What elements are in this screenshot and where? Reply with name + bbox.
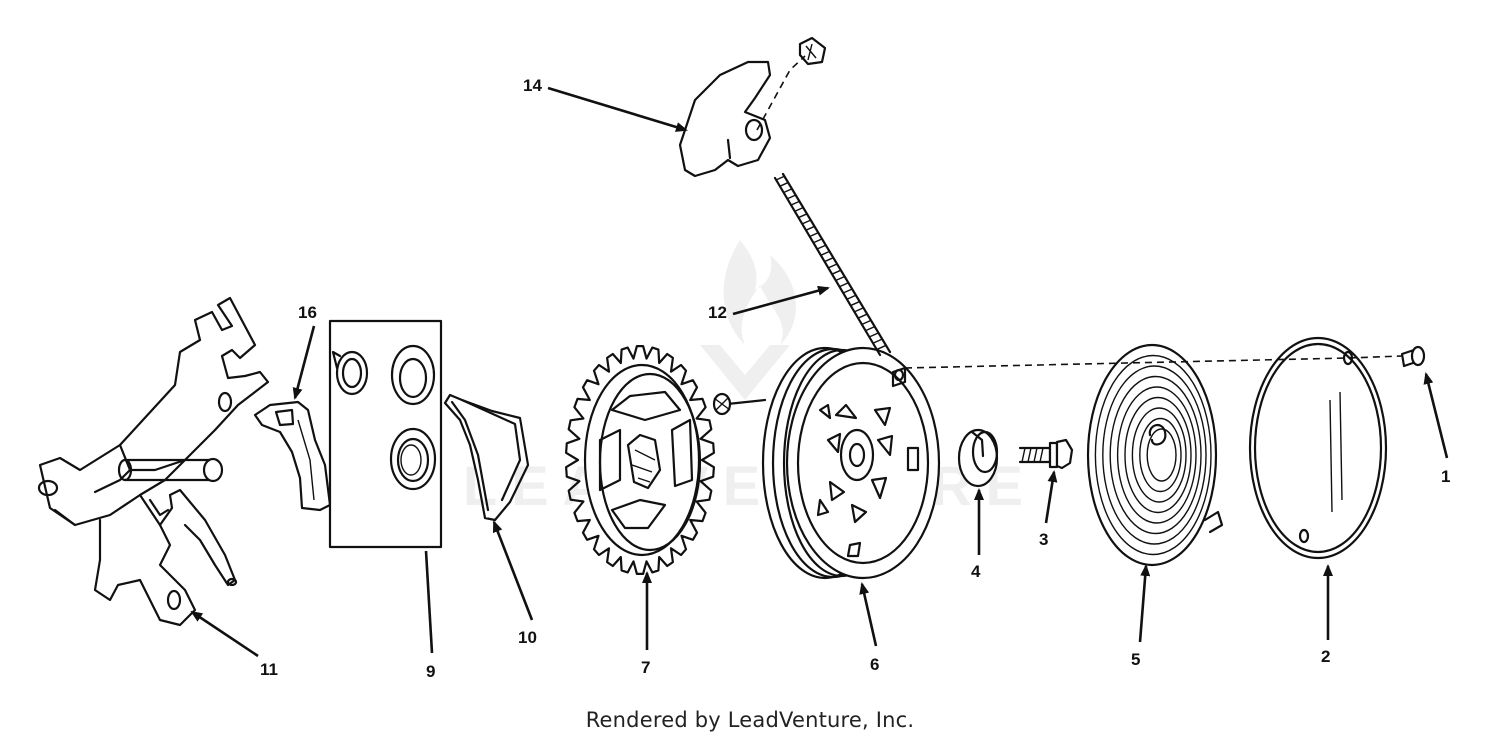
part-4-bushing xyxy=(957,428,999,488)
callout-3: 3 xyxy=(1039,470,1058,549)
svg-text:6: 6 xyxy=(870,655,879,674)
rope-twist xyxy=(809,231,819,238)
svg-text:11: 11 xyxy=(260,660,278,679)
part-11-bracket xyxy=(37,296,270,627)
rope-twist xyxy=(876,345,886,351)
rope-twist xyxy=(824,257,834,263)
leadventure-watermark: LEADVENTURE xyxy=(463,240,1037,517)
rope-twist xyxy=(868,332,879,338)
rope-twist xyxy=(842,288,853,294)
svg-text:5: 5 xyxy=(1131,650,1140,669)
part-1-screw xyxy=(1400,345,1426,368)
svg-text:10: 10 xyxy=(518,628,537,647)
spring-coil xyxy=(1094,354,1212,556)
rope-twist xyxy=(872,338,882,345)
rope-twist xyxy=(801,219,812,225)
rope-twist xyxy=(816,244,827,250)
callout-9: 9 xyxy=(424,550,435,681)
rope-twist xyxy=(798,213,808,219)
svg-text:3: 3 xyxy=(1039,530,1048,549)
callout-12: 12 xyxy=(708,285,830,322)
part-10-spring-clip xyxy=(443,393,530,522)
rope-twist xyxy=(853,307,864,313)
rope-twist xyxy=(790,200,801,206)
rope-twist xyxy=(805,225,815,231)
svg-text:2: 2 xyxy=(1321,647,1330,666)
assembly-dashed-lines xyxy=(756,55,1403,369)
rope-twist xyxy=(850,301,860,307)
rendered-by-footer: Rendered by LeadVenture, Inc. xyxy=(585,708,915,732)
watermark-text: LEADVENTURE xyxy=(463,454,1037,517)
part-9-seal-card xyxy=(328,319,443,549)
svg-text:14: 14 xyxy=(523,76,542,95)
svg-text:7: 7 xyxy=(641,658,650,677)
callout-2: 2 xyxy=(1321,564,1333,666)
part-7-gear xyxy=(565,345,715,575)
rope-twist xyxy=(846,294,856,301)
callout-14: 14 xyxy=(523,76,688,132)
rope-twist xyxy=(786,194,797,200)
rope-twist xyxy=(827,263,838,269)
spring-coil xyxy=(1146,428,1177,482)
rope-twist xyxy=(783,187,793,194)
spring-coil xyxy=(1124,396,1192,514)
rope-twist xyxy=(835,275,845,282)
rope-twist xyxy=(820,250,830,257)
svg-text:12: 12 xyxy=(708,303,727,322)
rope-twist xyxy=(775,175,786,181)
spring-coil xyxy=(1109,375,1202,535)
callout-1: 1 xyxy=(1423,372,1450,486)
part-3-bolt xyxy=(1018,438,1074,470)
callout-10: 10 xyxy=(492,520,537,647)
part-14-handle xyxy=(678,36,827,178)
spring-coil xyxy=(1102,365,1207,545)
spring-coil xyxy=(1086,343,1218,567)
callout-4: 4 xyxy=(971,488,984,581)
rope-twist xyxy=(857,313,867,319)
callout-7: 7 xyxy=(641,571,652,677)
callout-11: 11 xyxy=(190,610,278,679)
callout-5: 5 xyxy=(1131,564,1151,669)
svg-text:1: 1 xyxy=(1441,467,1450,486)
spring-coil xyxy=(1116,386,1197,524)
part-16-lever xyxy=(253,400,332,512)
callout-6: 6 xyxy=(859,582,879,674)
rope-twist xyxy=(864,326,875,332)
rope-twist xyxy=(779,181,789,187)
callouts: 14 12 16 11 9 10 7 6 xyxy=(190,76,1450,681)
svg-text:16: 16 xyxy=(298,303,317,322)
gear-teeth-outline xyxy=(565,345,715,575)
svg-text:4: 4 xyxy=(971,562,981,581)
rope-twist xyxy=(812,238,823,244)
part-6-pulley xyxy=(712,346,941,580)
rope-twist xyxy=(831,269,841,275)
rope-twist xyxy=(861,319,871,326)
svg-text:9: 9 xyxy=(426,662,435,681)
rope-twist xyxy=(794,206,804,213)
callout-16: 16 xyxy=(292,303,317,400)
spring-coil xyxy=(1139,417,1182,493)
rope-twist xyxy=(838,282,849,288)
part-5-recoil-spring xyxy=(1086,343,1224,567)
part-2-cover xyxy=(1248,336,1388,560)
part-12-rope xyxy=(773,172,892,357)
spring-coil xyxy=(1131,407,1187,503)
